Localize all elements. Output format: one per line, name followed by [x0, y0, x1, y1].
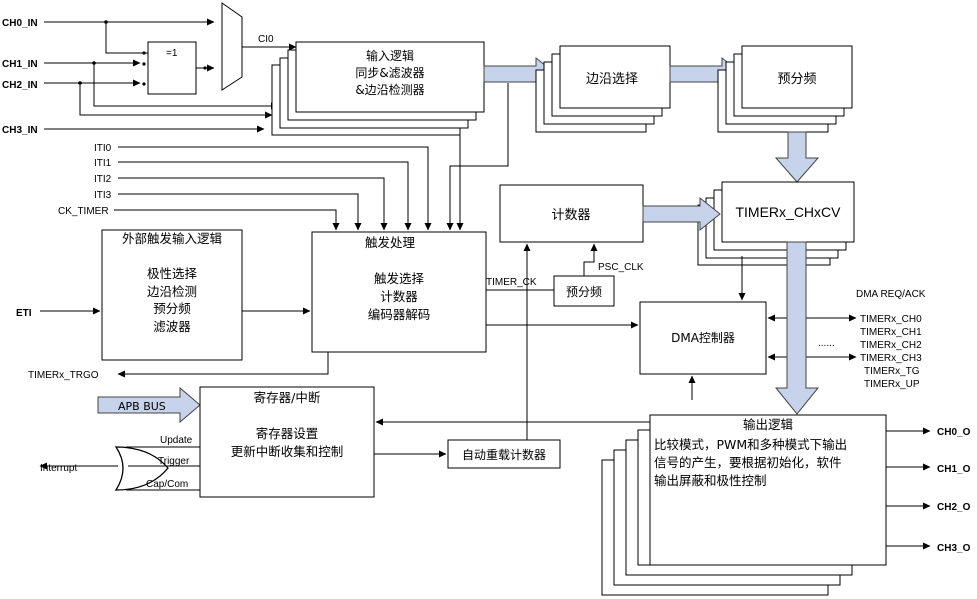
counter-label: 计数器 [551, 208, 590, 223]
autoreload-block [447, 439, 561, 469]
ch2-out-label: CH2_O [937, 502, 971, 513]
ext-trigger-polarity: 极性选择 [147, 266, 198, 281]
dma-signal-ch3: TIMERx_CH3 [860, 353, 922, 364]
input-logic-title: 输入逻辑 [366, 48, 414, 63]
ch1-out-label: CH1_O [937, 464, 971, 475]
iti-inputs: ITI0 ITI1 ITI2 ITI3 CK_TIMER [58, 83, 509, 231]
trigger-title: 触发处理 [365, 235, 416, 250]
iti0-label: ITI0 [94, 143, 112, 154]
iti1-label: ITI1 [94, 158, 112, 169]
ch3-in-label: CH3_IN [2, 125, 38, 136]
apb-bus-arrow [97, 386, 201, 424]
ch1-in-label: CH1_IN [2, 59, 38, 70]
trigger-signal-label: Trigger [158, 456, 190, 467]
arrow-to-chxcv [774, 131, 820, 183]
ext-trigger-prescaler: 预分频 [153, 301, 191, 316]
output-logic-line2: 信号的产生，要根据初始化，软件 [654, 455, 842, 470]
xor-gate-label: =1 [166, 48, 178, 59]
trigger-select: 触发选择 [374, 271, 425, 286]
input-logic-line3: &边沿检测器 [355, 82, 424, 97]
ext-trigger-title: 外部触发输入逻辑 [122, 231, 222, 246]
prescaler-top-label: 预分频 [777, 72, 816, 87]
output-logic-block: 输出逻辑 比较模式，PWM和多种模式下输出 信号的产生，要根据初始化，软件 输出… [601, 414, 887, 596]
dma-controller-label: DMA控制器 [671, 331, 735, 345]
or-gate [114, 446, 169, 491]
capcom-label: Cap/Com [146, 479, 188, 490]
dma-req-label: DMA REQ/ACK [856, 289, 926, 300]
chxcv-label: TIMERx_CHxCV [735, 204, 841, 220]
ch0-in-label: CH0_IN [2, 18, 38, 29]
register-settings: 寄存器设置 [256, 426, 319, 441]
ch2-in-label: CH2_IN [2, 80, 38, 91]
iti3-label: ITI3 [94, 190, 112, 201]
output-logic-line3: 输出屏蔽和极性控制 [654, 473, 767, 488]
register-update-ctrl: 更新中断收集和控制 [231, 444, 344, 459]
arrow-to-output-logic [774, 241, 820, 415]
ch3-out-label: CH3_O [937, 543, 971, 554]
register-block [199, 386, 375, 498]
ext-trigger-filter: 滤波器 [153, 319, 191, 334]
edge-select-label: 边沿选择 [586, 72, 638, 87]
trgo-label: TIMERx_TRGO [28, 370, 99, 381]
dma-signal-ch0: TIMERx_CH0 [860, 314, 922, 325]
ch0-out-label: CH0_O [937, 427, 971, 438]
apb-bus-label: APB BUS [118, 400, 166, 413]
dma-controller-block [639, 301, 767, 375]
eti-label: ETI [16, 308, 32, 319]
ext-trigger-edge: 边沿检测 [147, 284, 197, 299]
psc-clk-label: PSC_CLK [598, 262, 644, 273]
chxcv-block: TIMERx_CHxCV [697, 181, 855, 266]
dma-signal-ch1: TIMERx_CH1 [860, 327, 922, 338]
edge-select-block: 边沿选择 [535, 45, 671, 133]
prescaler-block: 预分频 [717, 45, 853, 133]
output-logic-line1: 比较模式，PWM和多种模式下输出 [654, 437, 847, 452]
iti2-label: ITI2 [94, 174, 112, 185]
dma-signal-ch2: TIMERx_CH2 [860, 340, 922, 351]
input-mux [221, 2, 243, 91]
ci0-label: CI0 [258, 34, 274, 45]
autoreload-label: 自动重载计数器 [462, 447, 546, 462]
ck-timer-label: CK_TIMER [58, 206, 109, 217]
interrupt-label: Interrupt [40, 463, 77, 474]
update-label: Update [160, 435, 193, 446]
dma-ellipsis: ...... [818, 338, 835, 349]
dma-signal-tg: TIMERx_TG [864, 366, 920, 377]
timer-ck-label: TIMER_CK [486, 277, 537, 288]
trigger-block [311, 231, 487, 353]
input-logic-line2: 同步&滤波器 [355, 66, 424, 80]
output-logic-title: 输出逻辑 [743, 417, 793, 432]
dma-signal-up: TIMERx_UP [864, 379, 920, 390]
prescaler-mid-label: 预分频 [566, 285, 602, 299]
input-logic-block: 输入逻辑 同步&滤波器 &边沿检测器 [271, 41, 485, 136]
ext-trigger-block [101, 229, 243, 361]
trigger-counter: 计数器 [380, 289, 418, 304]
trigger-encoder: 编码器解码 [368, 307, 431, 322]
register-title: 寄存器/中断 [254, 390, 321, 405]
prescaler-mid-block [553, 275, 615, 307]
input-channels: CH0_IN CH1_IN CH2_IN CH3_IN =1 CI0 [2, 2, 297, 136]
arrow-counter-to-chxcv [642, 196, 721, 232]
output-channels: CH0_O CH1_O CH2_O CH3_O [886, 427, 971, 554]
